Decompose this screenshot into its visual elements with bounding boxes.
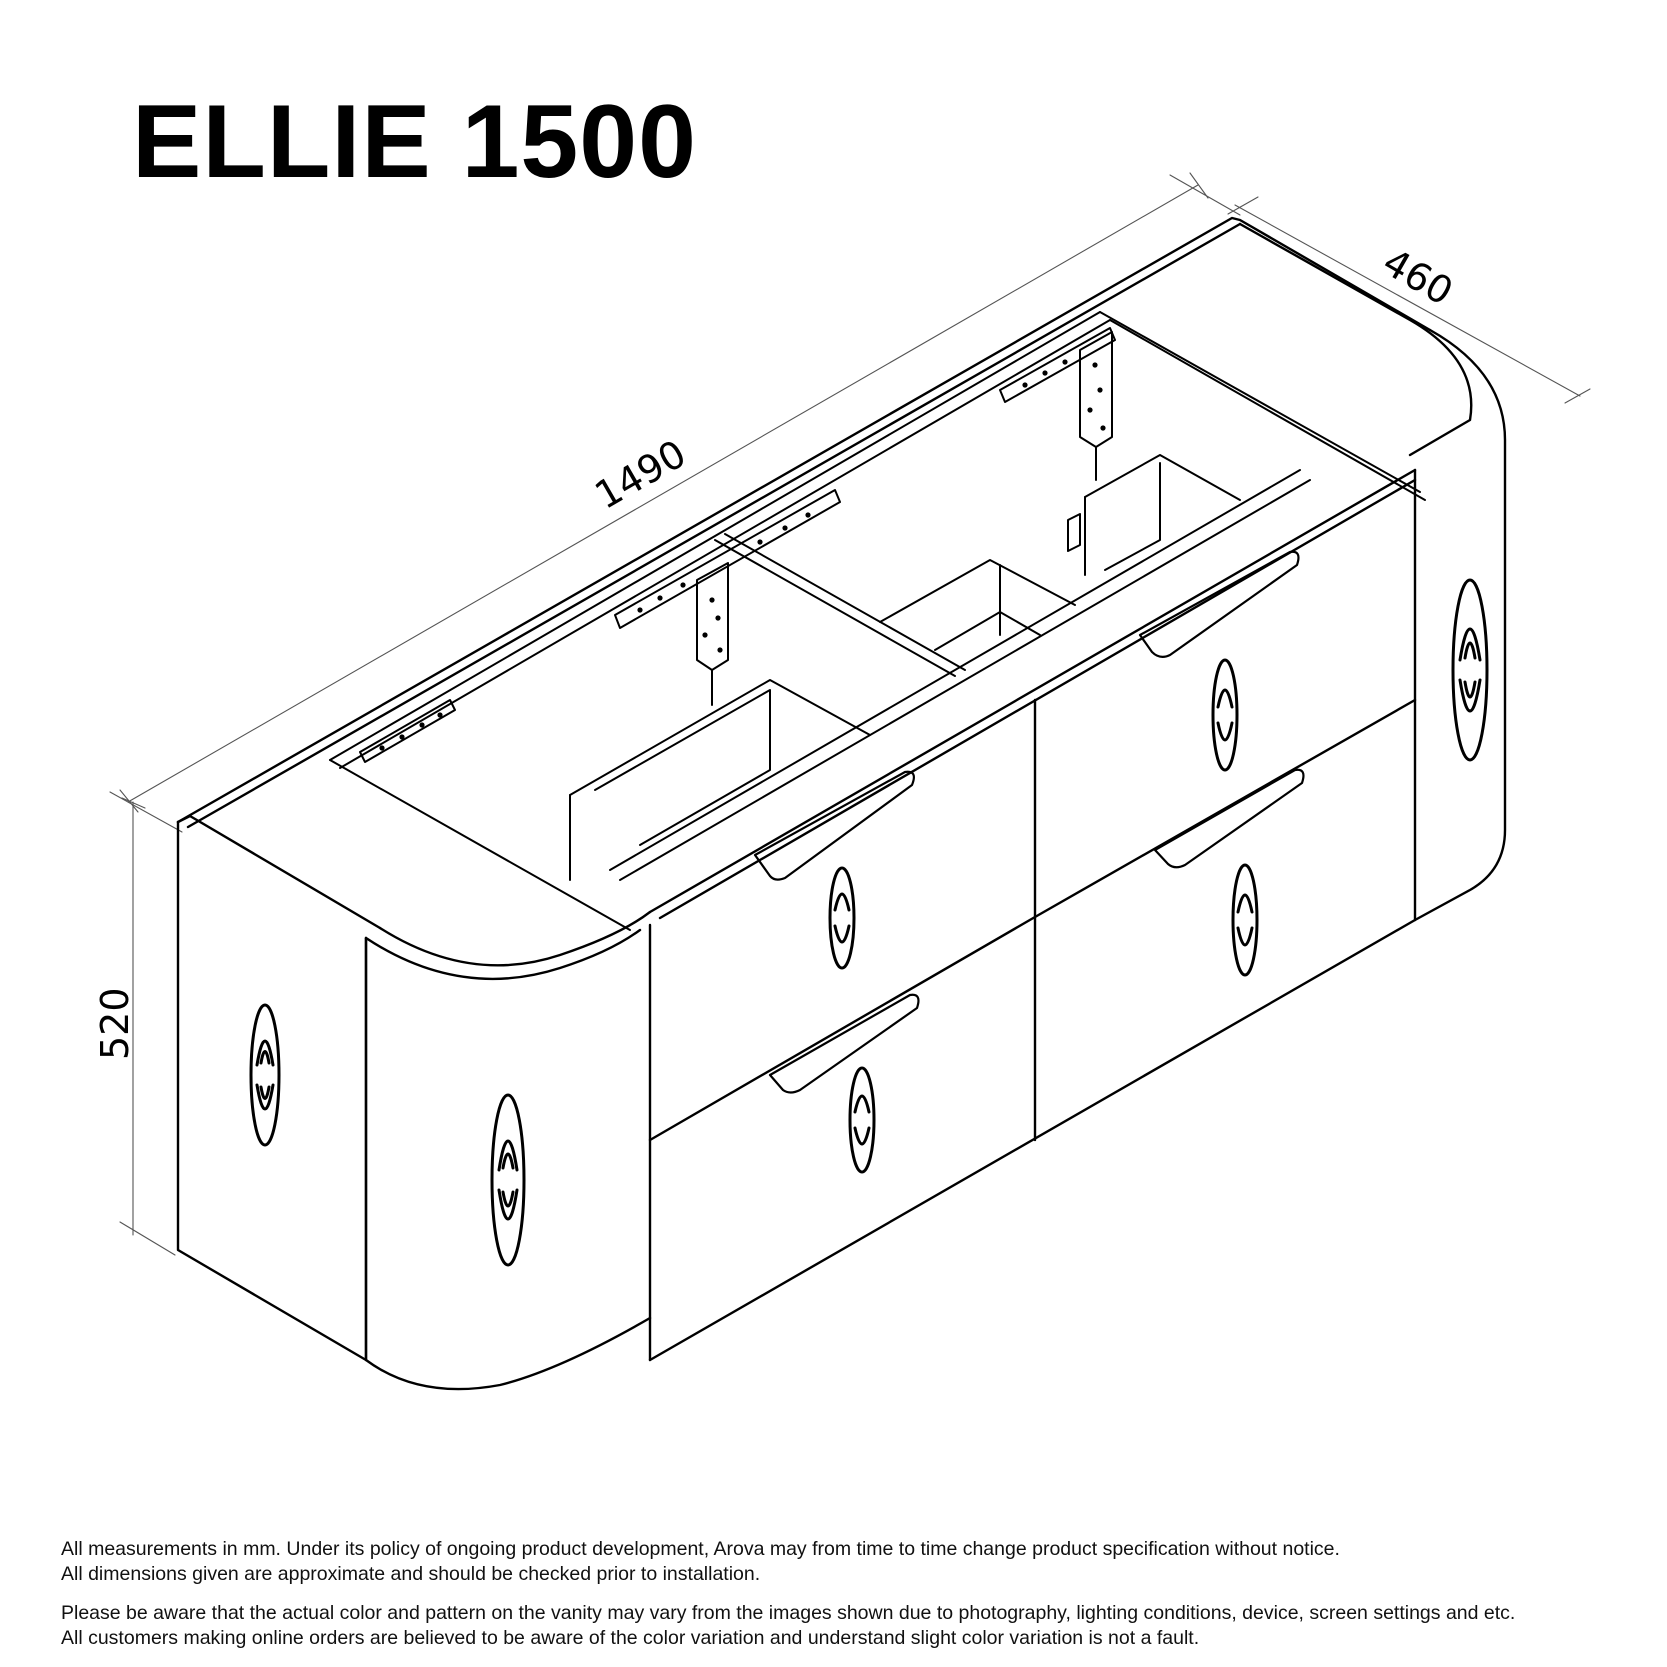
width-dimension-label: 1490 <box>588 431 694 517</box>
grain-ornaments <box>249 578 1489 1267</box>
product-title: ELLIE 1500 <box>132 84 697 200</box>
disclaimer: All measurements in mm. Under its policy… <box>61 1537 1641 1651</box>
disclaimer-line-4: All customers making online orders are b… <box>61 1627 1200 1649</box>
cabinet-body <box>176 216 1507 1391</box>
handle-top-right <box>1138 550 1300 659</box>
drawer-handles <box>753 550 1305 1094</box>
bracket-holes <box>379 359 1106 751</box>
wall-brackets <box>359 327 1116 763</box>
dimension-lines <box>109 172 1591 1256</box>
disclaimer-line-2: All dimensions given are approximate and… <box>61 1563 761 1585</box>
depth-dimension-label: 460 <box>1376 240 1461 314</box>
handle-top-left <box>753 770 915 881</box>
handle-bottom-right <box>1153 768 1305 869</box>
spacer <box>61 1587 1641 1601</box>
disclaimer-line-3: Please be aware that the actual color an… <box>61 1602 1516 1624</box>
disclaimer-line-1: All measurements in mm. Under its policy… <box>61 1538 1340 1560</box>
interior-frame <box>329 311 1426 931</box>
handle-bottom-left <box>768 993 920 1094</box>
height-dimension-label: 520 <box>93 987 137 1060</box>
